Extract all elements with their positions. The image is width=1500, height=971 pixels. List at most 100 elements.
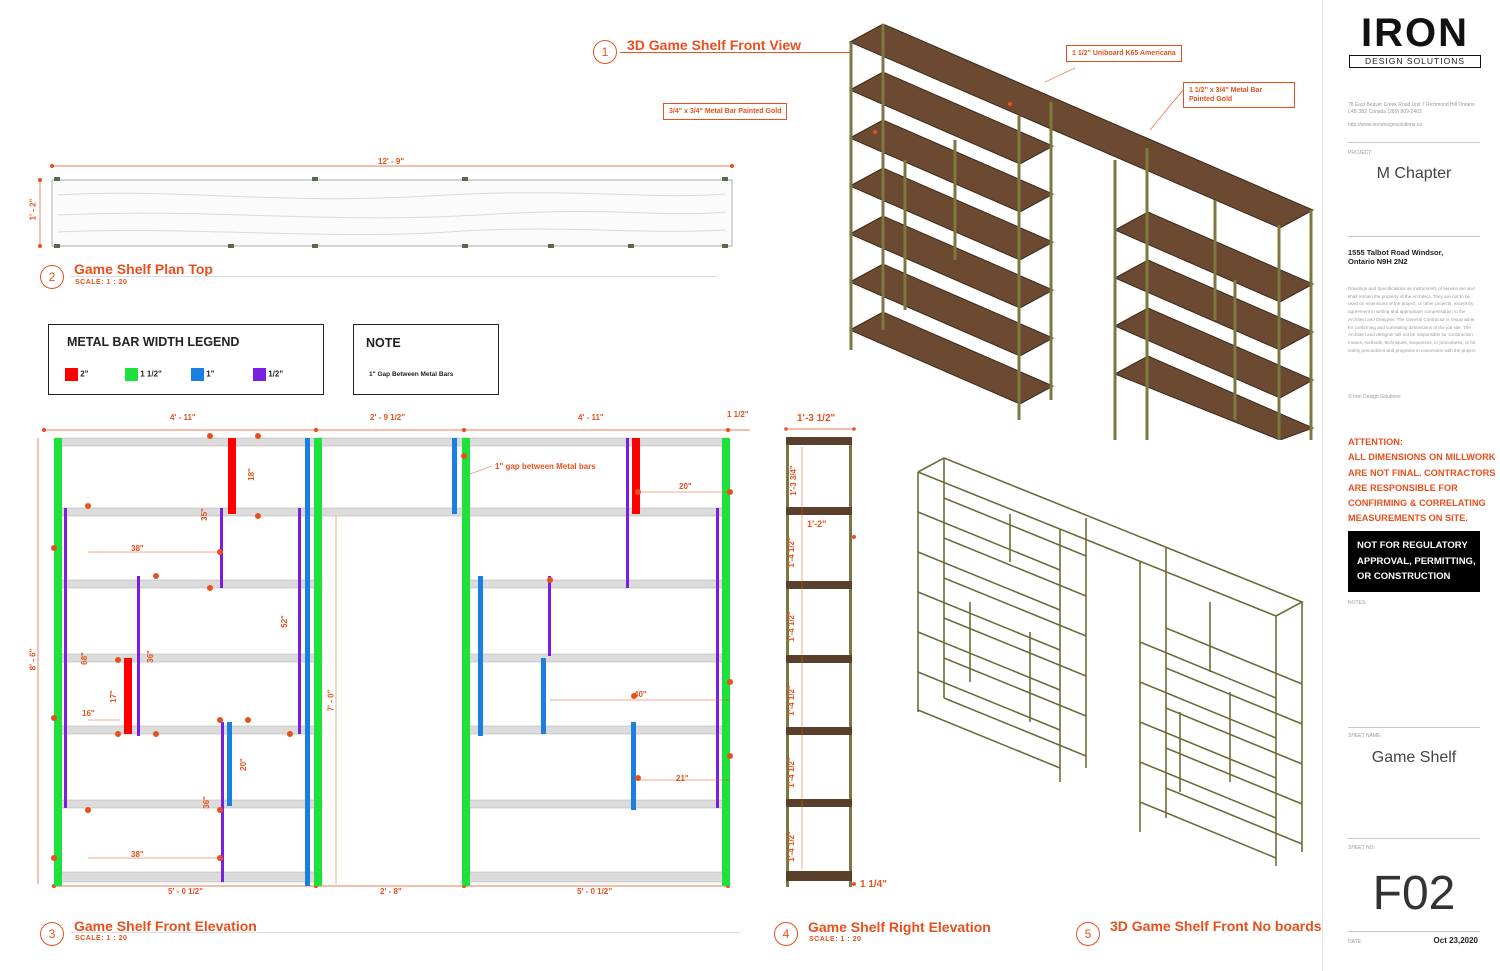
- elev-bottom-dim-3: 5' - 0 1/2": [577, 887, 613, 896]
- view-2-title-rule: [70, 276, 718, 277]
- view-3-title: Game Shelf Front Elevation: [74, 918, 257, 934]
- view-1-title-rule: [620, 52, 850, 53]
- elev-inner-dim: 68": [79, 652, 89, 665]
- view-5-title: 3D Game Shelf Front No boards: [1110, 918, 1322, 934]
- elev-inner-dim: 20": [679, 482, 692, 491]
- project-name: M Chapter: [1376, 165, 1452, 182]
- company-address: 78 East Beaver Creek Road Unit 7 Richmon…: [1348, 102, 1475, 115]
- view-1-title: 3D Game Shelf Front View: [627, 37, 802, 53]
- note-box: NOTE 1" Gap Between Metal Bars: [353, 324, 499, 395]
- legend-item-2in: 2": [65, 368, 125, 381]
- legend-swatch-green: [125, 368, 138, 381]
- legend-title: METAL BAR WIDTH LEGEND: [67, 335, 240, 349]
- legend-item-1-1-2in: 1 1/2": [125, 368, 191, 381]
- warning-line: NOT FOR REGULATORY: [1357, 540, 1468, 551]
- titleblock-rule: [1348, 727, 1480, 728]
- notes-label: NOTES:: [1348, 600, 1367, 606]
- view-2-number: 2: [40, 265, 64, 289]
- legend-swatch-red: [65, 368, 78, 381]
- side-spacing-dim: 1'-3 3/4": [788, 465, 798, 496]
- view-4-number: 4: [774, 922, 798, 946]
- view-4-scale: SCALE: 1 : 20: [809, 936, 862, 943]
- sheet-date: Oct 23,2020: [1433, 936, 1478, 945]
- company-logo: IRON: [1361, 11, 1469, 55]
- side-top-dim: 1'-3 1/2": [797, 413, 836, 424]
- view-2-scale: SCALE: 1 : 20: [75, 279, 128, 286]
- elev-inner-dim: 38": [131, 544, 144, 553]
- sheet-number-label: SHEET NO:: [1348, 845, 1375, 851]
- elev-top-dim-2: 2' - 9 1/2": [370, 413, 406, 422]
- elev-inner-dim: 21": [676, 774, 689, 783]
- titleblock-rule: [1348, 236, 1480, 237]
- not-for-construction-warning: NOT FOR REGULATORY APPROVAL, PERMITTING,…: [1348, 531, 1480, 592]
- side-spacing-dim: 1'-4 1/2": [786, 537, 796, 568]
- titleblock-rule: [1348, 838, 1480, 839]
- attention-notice: ATTENTION: ALL DIMENSIONS ON MILLWORK AR…: [1348, 435, 1495, 527]
- callout-metal-bar-1-1-2: 1 1/2" x 3/4" Metal Bar Painted Gold: [1183, 82, 1295, 108]
- legend-label: 1 1/2": [140, 369, 162, 379]
- sheet-name-label: SHEET NAME:: [1348, 733, 1382, 739]
- sheet-name: Game Shelf: [1371, 749, 1457, 766]
- date-label: DATE:: [1348, 939, 1363, 945]
- elev-inner-dim: 40": [634, 690, 647, 699]
- warning-line: APPROVAL, PERMITTING,: [1357, 555, 1476, 567]
- side-depth-dim: 1'-2": [807, 519, 827, 529]
- elev-inner-dim: 20": [238, 758, 248, 771]
- side-spacing-dim: 1'-4 1/2": [786, 831, 796, 862]
- elev-bottom-dim-1: 5' - 0 1/2": [168, 887, 204, 896]
- view-3-number: 3: [40, 922, 64, 946]
- attention-line: ATTENTION:: [1348, 437, 1403, 447]
- project-label: PROJECT:: [1348, 150, 1373, 156]
- legend-item-1-2in: 1/2": [253, 368, 313, 381]
- elev-inner-dim: 52": [279, 615, 289, 628]
- company-logo-subtitle: DESIGN SOLUTIONS: [1349, 55, 1481, 68]
- note-title: NOTE: [366, 336, 401, 350]
- view-4-title: Game Shelf Right Elevation: [808, 919, 991, 935]
- elev-inner-dim: 38": [131, 850, 144, 859]
- titleblock-rule: [1348, 142, 1480, 143]
- company-website[interactable]: http://www.irondesignsolutions.ca: [1348, 122, 1422, 128]
- titleblock-divider: [1322, 0, 1323, 971]
- legend-swatch-blue: [191, 368, 204, 381]
- view-5-number: 5: [1076, 922, 1100, 946]
- legend-item-1in: 1": [191, 368, 253, 381]
- titleblock-rule: [1348, 931, 1480, 932]
- disclaimer-text: Drawings and Specifications as instrumen…: [1348, 286, 1477, 353]
- view-2-title: Game Shelf Plan Top: [74, 261, 213, 277]
- elev-inner-dim: 16": [82, 709, 95, 718]
- warning-line: OR CONSTRUCTION: [1357, 571, 1451, 582]
- legend-label: 2": [80, 369, 89, 379]
- side-spacing-dim: 1'-4 1/2": [786, 757, 796, 788]
- attention-line: CONFIRMING & CORRELATING: [1348, 498, 1486, 509]
- plan-width-dim: 12' - 9": [378, 157, 405, 166]
- elev-top-dim-3: 4' - 11": [578, 413, 604, 422]
- attention-line: ARE RESPONSIBLE FOR: [1348, 482, 1458, 493]
- legend-label: 1": [206, 369, 215, 379]
- metal-bar-legend: METAL BAR WIDTH LEGEND 2" 1 1/2" 1" 1/2": [48, 324, 324, 395]
- elev-top-dim-1: 4' - 11": [170, 413, 196, 422]
- legend-swatch-purple: [253, 368, 266, 381]
- elev-inner-dim: 35": [199, 508, 209, 521]
- side-spacing-dim: 1'-4 1/2": [786, 685, 796, 716]
- attention-line: MEASUREMENTS ON SITE.: [1348, 513, 1468, 524]
- right-elevation-drawing: [784, 427, 856, 887]
- note-text: 1" Gap Between Metal Bars: [369, 371, 454, 378]
- side-spacing-dim: 1'-4 1/2": [786, 611, 796, 642]
- project-address-line-1: 1555 Talbot Road Windsor,: [1348, 248, 1444, 257]
- attention-line: ARE NOT FINAL. CONTRACTORS: [1348, 467, 1496, 478]
- project-address-line-2: Ontario N9H 2N2: [1348, 257, 1408, 266]
- 3d-front-view-drawing: [848, 23, 1315, 440]
- elev-inner-dim: 36": [145, 650, 155, 663]
- elev-inner-dim: 36": [201, 796, 211, 809]
- elev-top-dim-4: 1 1/2": [727, 410, 749, 419]
- elev-inner-dim: 18": [246, 468, 256, 481]
- plan-top-drawing: [38, 164, 734, 248]
- sheet-number: F02: [1372, 867, 1456, 920]
- elev-inner-dim: 17": [108, 690, 118, 703]
- side-bottom-dim: 1 1/4": [860, 879, 887, 890]
- front-elevation-drawing: [37, 427, 750, 889]
- elev-gap-note: 1" gap between Metal bars: [495, 462, 596, 471]
- legend-label: 1/2": [268, 369, 284, 379]
- attention-line: ALL DIMENSIONS ON MILLWORK: [1348, 452, 1496, 463]
- view-3-title-rule: [70, 932, 740, 933]
